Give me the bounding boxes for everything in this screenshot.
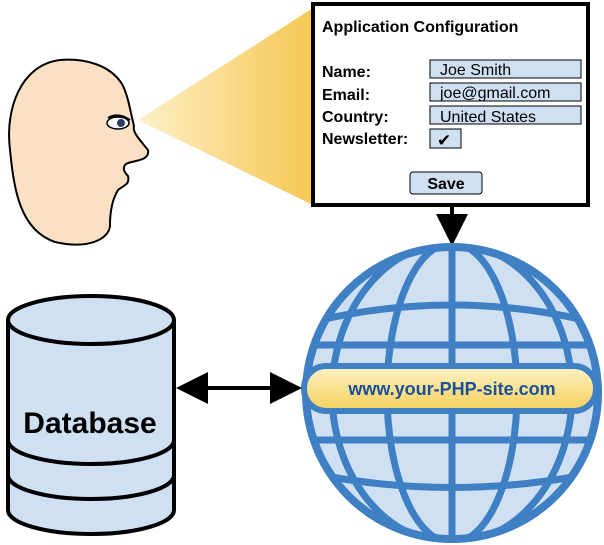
name-value: Joe Smith [440,62,511,79]
country-value: United States [440,109,536,126]
email-label: Email: [322,87,370,104]
name-field[interactable] [429,59,582,79]
name-label: Name: [322,64,371,81]
database-icon [6,294,176,536]
newsletter-label: Newsletter: [322,131,408,148]
country-label: Country: [322,109,389,126]
newsletter-checkbox[interactable] [429,128,462,149]
database-label: Database [23,407,156,440]
site-url-band [301,363,599,414]
save-button[interactable] [409,171,483,195]
person-head [8,58,150,246]
vision-cone [138,8,313,205]
check-icon: ✔ [437,131,451,150]
email-field[interactable] [429,82,582,102]
site-url: www.your-PHP-site.com [347,379,555,399]
form-title: Application Configuration [322,19,518,36]
save-button-label: Save [427,176,464,193]
application-form: Application Configuration Name: Joe Smit… [311,2,590,207]
email-value: joe@gmail.com [439,85,551,102]
country-field[interactable] [429,105,582,125]
